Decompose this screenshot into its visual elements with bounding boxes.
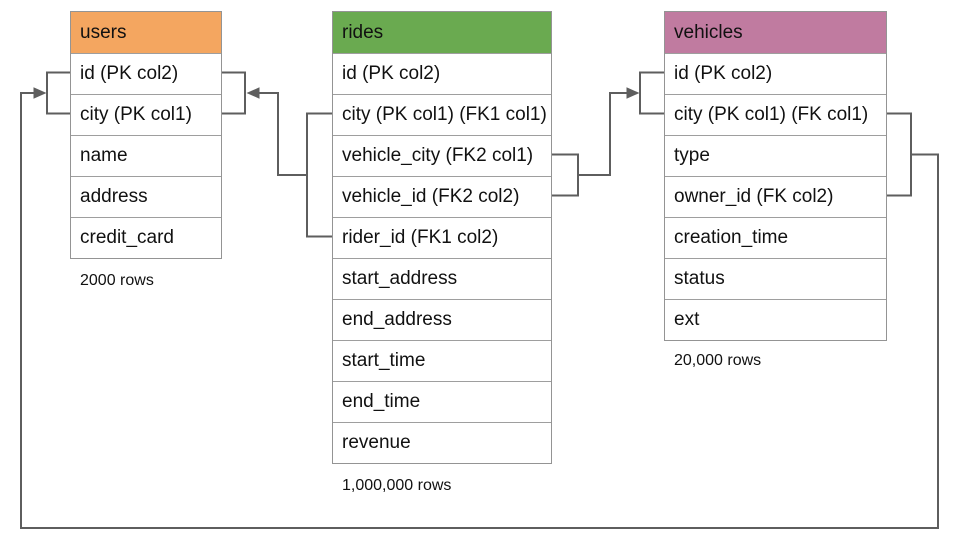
vehicles-column-type: type: [665, 135, 886, 176]
vehicles-column-owner-id: owner_id (FK col2): [665, 176, 886, 217]
users-right-pk-bracket: [222, 71, 246, 115]
rides-column-end-address: end_address: [333, 299, 551, 340]
rides-column-start-time: start_time: [333, 340, 551, 381]
fk-rides-to-users: [222, 71, 332, 238]
rides-column-end-time: end_time: [333, 381, 551, 422]
users-column-name: name: [71, 135, 221, 176]
vehicles-column-city: city (PK col1) (FK col1): [665, 94, 886, 135]
rides-column-rider-id: rider_id (FK1 col2): [333, 217, 551, 258]
vehicles-right-fk-bracket: [887, 112, 912, 197]
users-column-address: address: [71, 176, 221, 217]
arrow-into-users-right-icon: [246, 87, 260, 99]
vehicles-table: vehicles id (PK col2) city (PK col1) (FK…: [664, 11, 887, 341]
vehicles-table-header: vehicles: [665, 12, 886, 53]
rides-column-revenue: revenue: [333, 422, 551, 463]
users-column-city: city (PK col1): [71, 94, 221, 135]
arrow-into-users-left-icon: [33, 87, 47, 99]
vehicles-column-creation-time: creation_time: [665, 217, 886, 258]
rides-table-header: rides: [333, 12, 551, 53]
fk-rides-vehicles-line: [578, 92, 628, 176]
rides-left-fk1-bracket: [306, 112, 332, 238]
vehicles-column-status: status: [665, 258, 886, 299]
fk-rides-to-vehicles: [552, 71, 664, 197]
fk-rides-users-line: [258, 92, 307, 176]
users-table-header: users: [71, 12, 221, 53]
users-column-credit-card: credit_card: [71, 217, 221, 258]
users-column-id: id (PK col2): [71, 53, 221, 94]
users-row-count: 2000 rows: [80, 272, 154, 289]
rides-column-start-address: start_address: [333, 258, 551, 299]
users-table: users id (PK col2) city (PK col1) name a…: [70, 11, 222, 259]
vehicles-left-pk-bracket: [639, 71, 664, 115]
arrow-into-vehicles-left-icon: [626, 87, 640, 99]
rides-column-city: city (PK col1) (FK1 col1): [333, 94, 551, 135]
vehicles-row-count: 20,000 rows: [674, 352, 762, 369]
fk-vehicles-users-line: [20, 92, 939, 529]
vehicles-column-ext: ext: [665, 299, 886, 340]
rides-column-vehicle-city: vehicle_city (FK2 col1): [333, 135, 551, 176]
rides-column-id: id (PK col2): [333, 53, 551, 94]
vehicles-column-id: id (PK col2): [665, 53, 886, 94]
rides-table: rides id (PK col2) city (PK col1) (FK1 c…: [332, 11, 552, 464]
rides-row-count: 1,000,000 rows: [342, 477, 452, 494]
rides-right-fk2-bracket: [552, 153, 579, 197]
rides-column-vehicle-id: vehicle_id (FK2 col2): [333, 176, 551, 217]
users-left-pk-bracket: [46, 71, 70, 115]
fk-vehicles-to-users: [20, 71, 939, 529]
